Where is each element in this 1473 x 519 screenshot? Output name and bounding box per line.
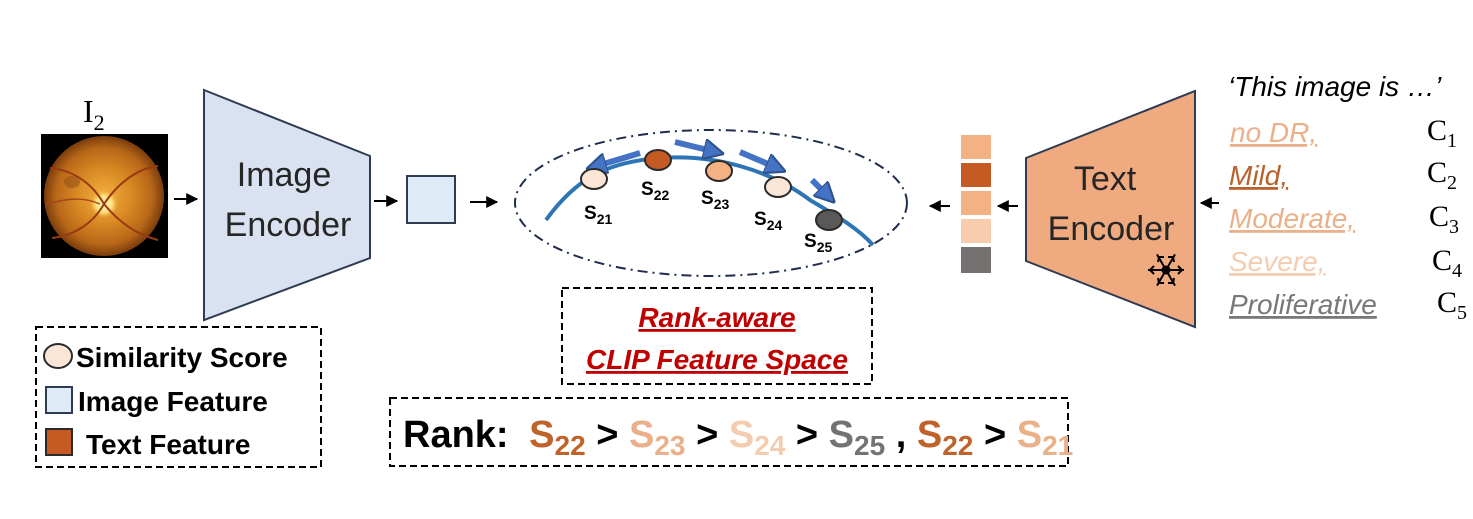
feature-space-caption-line2: CLIP Feature Space: [586, 344, 848, 375]
class-label-no-dr: no DR,: [1230, 117, 1317, 148]
fundus-image: [41, 134, 168, 258]
score-point-s23: [705, 160, 733, 182]
class-label-proliferative: Proliferative: [1229, 289, 1377, 320]
class-label-moderate: Moderate,: [1229, 203, 1355, 234]
rank-expression: Rank: S22 > S23 > S24 > S25 , S22 > S21: [403, 414, 1073, 464]
blue-arrow-3: [738, 149, 782, 170]
legend-image-feature-label: Image Feature: [78, 386, 268, 417]
image-encoder-label-line2: Encoder: [225, 206, 352, 244]
legend-text-feature-marker: [45, 428, 73, 456]
legend-box: [35, 326, 322, 468]
image-encoder-block: [203, 88, 371, 322]
score-label-s23: S23: [701, 188, 729, 212]
class-symbol-c2: C2: [1427, 156, 1457, 194]
class-symbol-c3: C3: [1429, 200, 1459, 238]
rank-box: [389, 397, 1069, 467]
snowflake-icon: [1148, 253, 1184, 287]
score-point-s22: [644, 149, 672, 171]
prompt-template: ‘This image is …’: [1228, 71, 1442, 102]
score-point-s24: [764, 176, 792, 198]
text-encoder-block: [1025, 89, 1196, 329]
legend-similarity-label: Similarity Score: [76, 342, 288, 373]
score-label-s21: S21: [584, 203, 612, 227]
rank-label: Rank:: [403, 414, 509, 456]
legend-similarity-marker: [43, 343, 73, 369]
text-encoder-label-line2: Encoder: [1048, 210, 1175, 248]
legend-text-feature-label: Text Feature: [86, 429, 250, 460]
image-encoder-label-line1: Image: [237, 156, 332, 194]
class-symbol-c4: C4: [1432, 244, 1462, 282]
blue-arrow-4: [809, 177, 832, 200]
score-label-s24: S24: [754, 209, 782, 233]
class-label-mild: Mild,: [1229, 160, 1288, 191]
score-point-s25: [815, 209, 843, 231]
class-label-severe: Severe,: [1229, 246, 1326, 277]
input-image-label: I2: [83, 93, 105, 135]
score-label-s25: S25: [804, 231, 832, 255]
text-feature-stack: [959, 133, 993, 275]
class-symbol-c1: C1: [1427, 114, 1457, 152]
score-point-s21: [580, 168, 608, 190]
feature-space-caption-line1: Rank-aware: [638, 302, 795, 333]
class-symbol-c5: C5: [1437, 286, 1467, 324]
feature-space-ellipse: [514, 129, 908, 277]
text-encoder-label-line1: Text: [1074, 160, 1137, 198]
blue-arrow-1: [590, 150, 641, 168]
score-label-s22: S22: [641, 179, 669, 203]
legend-image-feature-marker: [45, 386, 73, 414]
image-feature-box: [406, 175, 456, 224]
blue-arrow-2: [674, 142, 720, 153]
feature-space-caption-box: [561, 287, 873, 385]
